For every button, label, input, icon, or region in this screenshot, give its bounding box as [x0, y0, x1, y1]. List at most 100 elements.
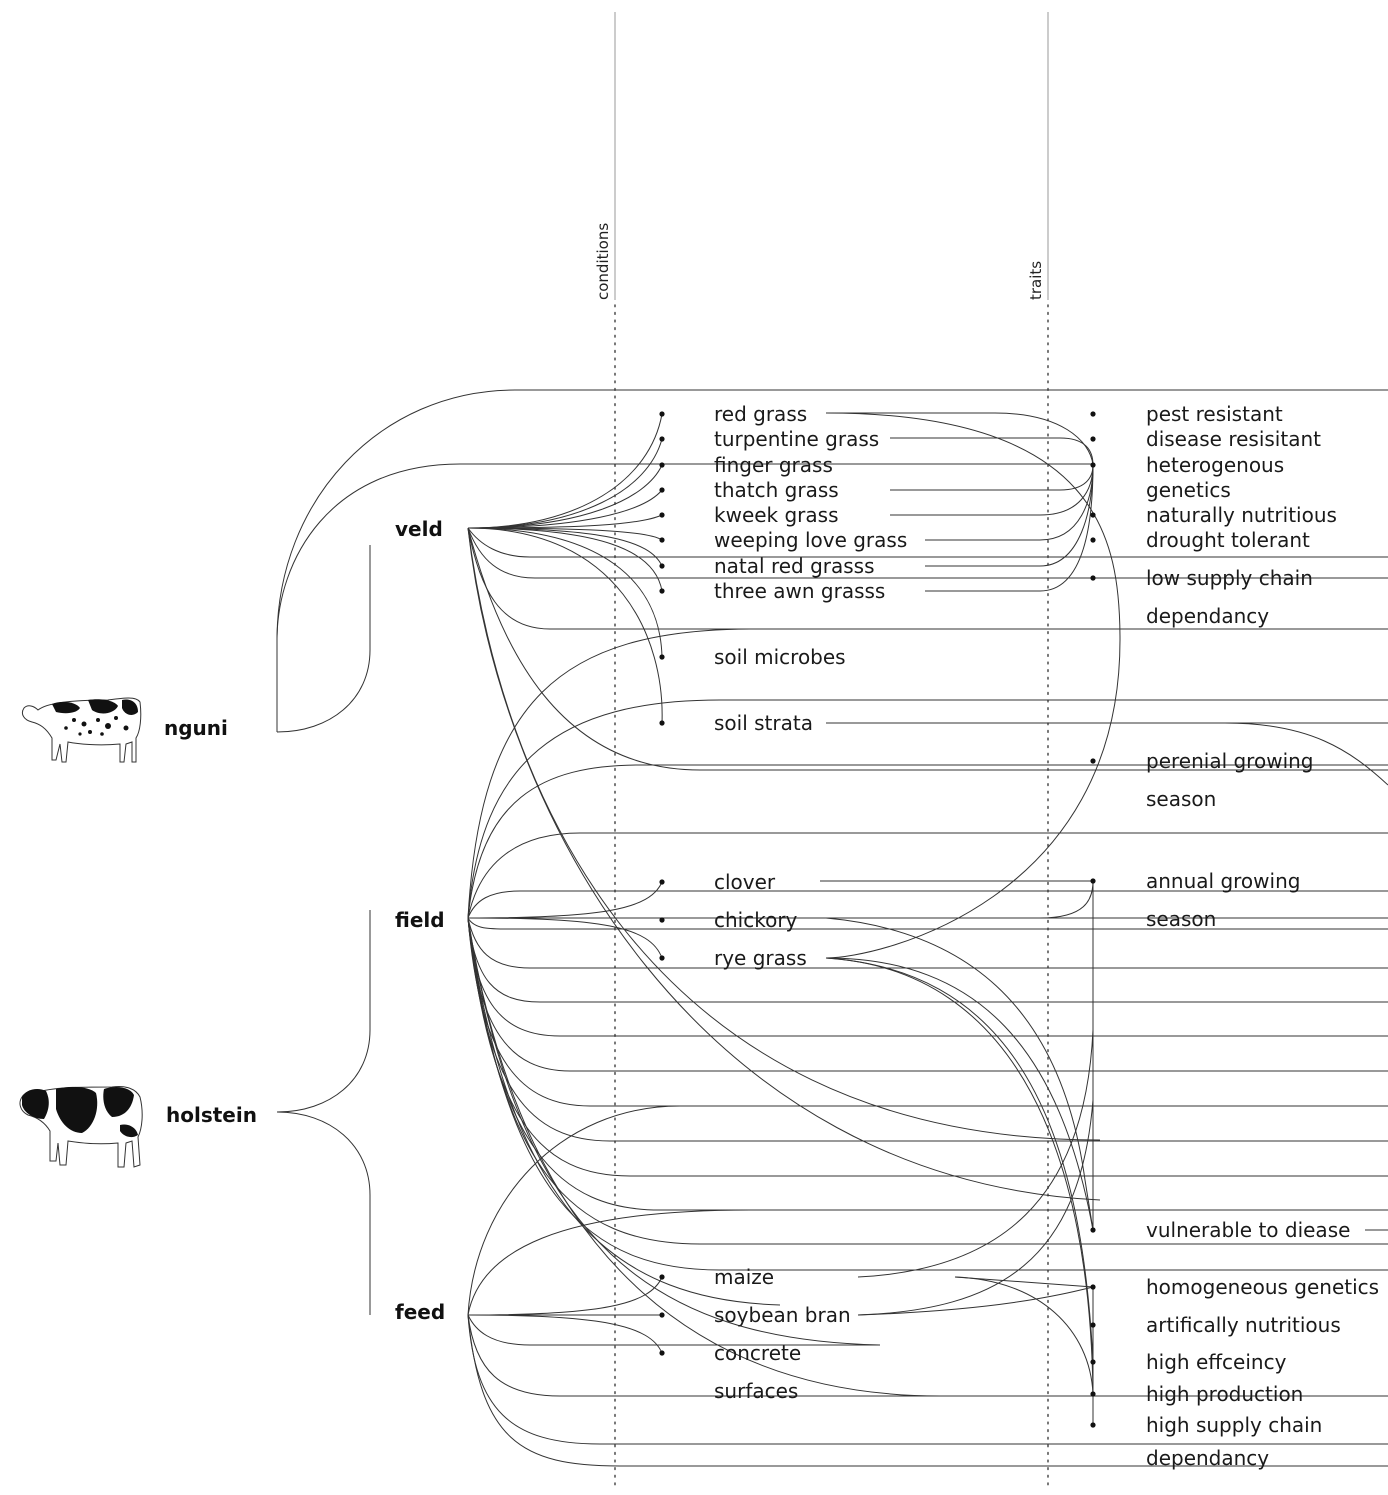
- field-line-1244: [468, 918, 1388, 1244]
- axis-lines: [615, 12, 1048, 1490]
- dot-homogeneous: [1090, 1284, 1095, 1289]
- dot-pest-resistant: [1090, 411, 1095, 416]
- dot-vulnerable: [1090, 1227, 1095, 1232]
- condition-rye-grass: rye grass: [714, 946, 807, 970]
- trait-high-supply-dependancy: dependancy: [1146, 1446, 1269, 1470]
- trait-vulnerable: vulnerable to diease: [1146, 1218, 1350, 1242]
- trait-low-supply-dependancy: dependancy: [1146, 604, 1269, 628]
- environment-label-field: field: [395, 908, 445, 932]
- field-line-765: [468, 765, 1388, 918]
- dot-clover: [659, 879, 664, 884]
- field-line-1002: [468, 918, 1388, 1002]
- nguni-heterogenous-arc: [277, 464, 1090, 732]
- feed-to-concrete: [468, 1315, 662, 1353]
- holstein-field-bracket: [277, 910, 370, 1112]
- feed-condition-trait-links: [858, 1030, 1093, 1425]
- condition-clover: clover: [714, 870, 776, 894]
- trait-labels: pest resistant disease resisitant hetero…: [1146, 402, 1379, 1470]
- dot-soybean-bran: [659, 1312, 664, 1317]
- trait-high-production: high production: [1146, 1382, 1303, 1406]
- condition-chickory: chickory: [714, 908, 798, 932]
- three-awn-trait-link: [925, 465, 1093, 591]
- dot-drought-tolerant: [1090, 537, 1095, 542]
- dot-annual-growing: [1090, 878, 1095, 883]
- trait-perenial-growing: perenial growing: [1146, 749, 1314, 773]
- conditions-axis-label: conditions: [594, 223, 612, 300]
- veld-to-turpentine-grass: [468, 439, 662, 528]
- field-line-1036: [468, 918, 1388, 1036]
- condition-finger-grass: finger grass: [714, 453, 833, 477]
- field-line-1210: [468, 918, 1388, 1210]
- condition-kweek-grass: kweek grass: [714, 503, 839, 527]
- condition-soybean-bran: soybean bran: [714, 1303, 851, 1327]
- field-arc-629: [468, 629, 750, 918]
- dot-naturally-nutritious: [1090, 512, 1095, 517]
- dot-red-grass: [659, 411, 664, 416]
- chickory-vulnerable-link: [826, 918, 1093, 1230]
- weeping-love-trait-link: [925, 465, 1093, 540]
- dot-finger-grass: [659, 462, 664, 467]
- trait-low-supply-chain: low supply chain: [1146, 566, 1313, 590]
- thatch-grass-trait-link: [890, 465, 1093, 490]
- trait-homogeneous: homogeneous genetics: [1146, 1275, 1379, 1299]
- condition-maize: maize: [714, 1265, 774, 1289]
- condition-three-awn-grass: three awn grasss: [714, 579, 885, 603]
- trait-artificially-nutritious: artifically nutritious: [1146, 1313, 1341, 1337]
- field-to-rye-grass: [468, 918, 662, 958]
- nguni-veld-bracket: [277, 545, 370, 732]
- condition-thatch-grass: thatch grass: [714, 478, 839, 502]
- dot-natal-red-grass: [659, 563, 664, 568]
- condition-labels: red grass turpentine grass finger grass …: [714, 402, 907, 1403]
- environment-label-veld: veld: [395, 517, 443, 541]
- veld-to-three-awn-grass: [468, 528, 662, 591]
- veld-to-finger-grass: [468, 465, 662, 528]
- field-arc-1305: [468, 918, 780, 1305]
- breed-label-nguni: nguni: [164, 716, 228, 740]
- dot-turpentine-grass: [659, 436, 664, 441]
- holstein-cow-icon: [20, 1086, 142, 1167]
- field-line-1071: [468, 918, 1388, 1071]
- maize-production-link: [955, 1277, 1093, 1394]
- trait-naturally-nutritious: naturally nutritious: [1146, 503, 1337, 527]
- condition-concrete: concrete: [714, 1341, 801, 1365]
- breed-label-holstein: holstein: [166, 1103, 257, 1127]
- nguni-cow-icon: [22, 698, 140, 762]
- dot-soil-strata: [659, 720, 664, 725]
- feed-arc-1210: [468, 1210, 750, 1315]
- dot-high-efficiency: [1090, 1359, 1095, 1364]
- dot-high-supply-chain: [1090, 1422, 1095, 1427]
- environment-label-feed: feed: [395, 1300, 445, 1324]
- condition-weeping-love-grass: weeping love grass: [714, 528, 907, 552]
- trait-heterogenous: heterogenous: [1146, 453, 1284, 477]
- trait-pest-resistant: pest resistant: [1146, 402, 1283, 426]
- trait-perenial-season: season: [1146, 787, 1216, 811]
- dot-weeping-love-grass: [659, 537, 664, 542]
- condition-soil-strata: soil strata: [714, 711, 813, 735]
- dot-kweek-grass: [659, 512, 664, 517]
- dot-high-production: [1090, 1391, 1095, 1396]
- trait-genetics: genetics: [1146, 478, 1231, 502]
- dot-concrete-surfaces: [659, 1350, 664, 1355]
- dot-perenial-growing: [1090, 758, 1095, 763]
- condition-red-grass: red grass: [714, 402, 807, 426]
- soybean-upward-link: [858, 1100, 1093, 1315]
- veld-to-kweek-grass: [468, 515, 662, 528]
- field-line-1141: [468, 918, 1388, 1141]
- dot-disease-resistant: [1090, 436, 1095, 441]
- red-grass-rye-grass-loop: [826, 413, 1120, 958]
- condition-natal-red-grass: natal red grasss: [714, 554, 875, 578]
- dot-maize: [659, 1274, 664, 1279]
- trait-high-supply-chain: high supply chain: [1146, 1413, 1322, 1437]
- condition-soil-microbes: soil microbes: [714, 645, 846, 669]
- dot-thatch-grass: [659, 487, 664, 492]
- feed-to-maize: [468, 1277, 662, 1315]
- soybean-homogeneous-link: [858, 1287, 1093, 1315]
- condition-turpentine-grass: turpentine grass: [714, 427, 879, 451]
- dot-heterogenous-genetics: [1090, 462, 1095, 467]
- dot-chickory: [659, 917, 664, 922]
- trait-high-efficiency: high effceincy: [1146, 1350, 1287, 1374]
- holstein-feed-bracket: [277, 1112, 370, 1315]
- field-line-1106: [468, 918, 1388, 1106]
- field-to-clover: [468, 882, 662, 918]
